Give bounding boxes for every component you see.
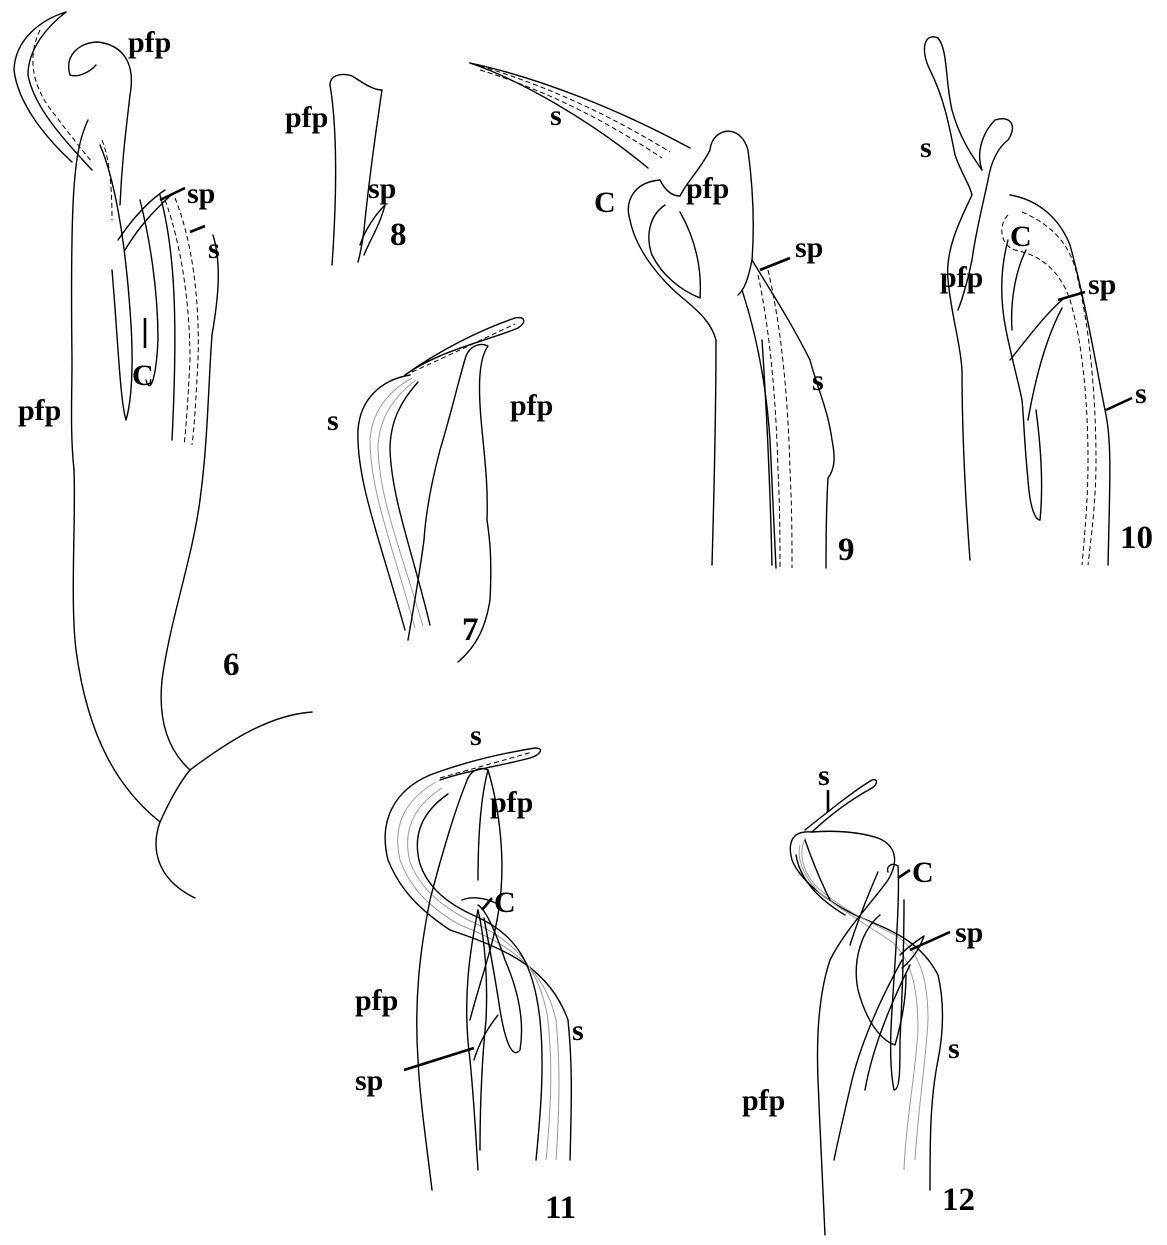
figure-6-label-s: s xyxy=(208,232,220,265)
figure-10-label-c: C xyxy=(1010,220,1032,253)
figure-10-label-s-top: s xyxy=(920,131,932,164)
figure-11-label-s-top: s xyxy=(470,719,482,752)
figure-9-drawing xyxy=(470,63,834,568)
figure-11-label-pfp-top: pfp xyxy=(490,786,533,819)
figure-9-label-s-top: s xyxy=(550,99,562,132)
figure-6-number: 6 xyxy=(223,647,240,683)
figure-12-label-pfp: pfp xyxy=(742,1084,785,1117)
figure-11-label-pfp-side: pfp xyxy=(355,984,398,1017)
figure-9-number: 9 xyxy=(838,532,855,568)
figure-9-label-s-side: s xyxy=(812,364,824,397)
figure-12-label-c: C xyxy=(912,856,934,889)
figure-7-number: 7 xyxy=(462,612,479,648)
figure-12-drawing xyxy=(790,780,950,1235)
figure-11-drawing xyxy=(385,748,571,1190)
figure-11-label-sp: sp xyxy=(355,1064,383,1097)
figure-10-label-pfp: pfp xyxy=(940,261,983,294)
figure-11-label-s-side: s xyxy=(572,1014,584,1047)
figure-10-label-s-side: s xyxy=(1135,377,1147,410)
figure-12-label-s-top: s xyxy=(818,759,830,792)
figure-8-number: 8 xyxy=(390,217,407,253)
figure-7-drawing xyxy=(358,318,524,662)
figure-11-number: 11 xyxy=(545,1190,576,1226)
figure-7-label-pfp: pfp xyxy=(510,389,553,422)
figure-6-label-sp: sp xyxy=(187,177,215,210)
figure-11-label-c: C xyxy=(494,886,516,919)
figure-6-label-c: C xyxy=(132,359,154,392)
figure-12-number: 12 xyxy=(942,1182,975,1218)
figure-8-drawing xyxy=(330,74,385,265)
figure-10-number: 10 xyxy=(1120,520,1153,556)
figure-9-label-c: C xyxy=(594,186,616,219)
figure-9-label-sp: sp xyxy=(795,231,823,264)
figure-6-drawing xyxy=(14,12,312,898)
figure-8-label-sp: sp xyxy=(368,172,396,205)
figure-12-label-s-side: s xyxy=(948,1032,960,1065)
figure-9-label-pfp: pfp xyxy=(686,172,729,205)
figure-7-label-s: s xyxy=(327,404,339,437)
figure-6-label-pfp-top: pfp xyxy=(128,26,171,59)
figure-8-label-pfp: pfp xyxy=(285,101,328,134)
figure-12-label-sp: sp xyxy=(955,916,983,949)
figure-10-label-sp: sp xyxy=(1088,268,1116,301)
figure-6-label-pfp-side: pfp xyxy=(18,394,61,427)
